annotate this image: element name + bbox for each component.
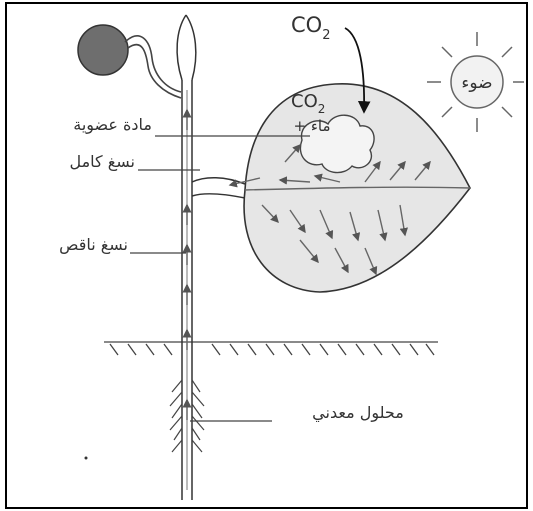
leaf <box>192 84 470 292</box>
xylem-label: نسغ ناقص <box>59 235 128 255</box>
phloem-label: نسغ كامل <box>69 152 135 172</box>
mineral-solution-label: محلول معدني <box>312 403 404 423</box>
soil-surface <box>104 342 438 355</box>
water-label: + ماء <box>293 117 330 135</box>
co2-top-label: CO2 <box>291 13 330 43</box>
organic-matter-label: مادة عضوية <box>73 115 152 135</box>
light-label: ضوء <box>461 73 492 93</box>
stray-dot <box>85 457 88 460</box>
fruit <box>78 25 181 98</box>
